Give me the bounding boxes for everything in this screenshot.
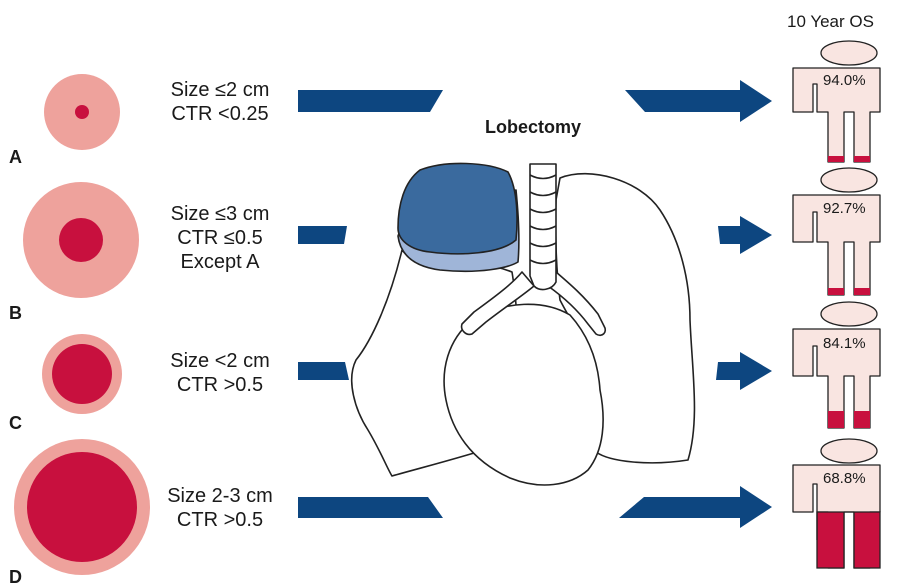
figure-b xyxy=(793,168,880,295)
criteria-b-except: Except A xyxy=(150,250,290,274)
criteria-c-ctr: CTR >0.5 xyxy=(150,373,290,397)
arrow-right-c xyxy=(716,352,772,390)
survival-b: 92.7% xyxy=(823,200,866,217)
group-letter-b: B xyxy=(9,303,22,324)
resected-lobe-top xyxy=(398,163,517,253)
arrow-left-d xyxy=(298,497,443,518)
resected-lobe xyxy=(398,163,519,271)
criteria-a: Size ≤2 cm CTR <0.25 xyxy=(150,78,290,126)
nodule-c xyxy=(42,334,122,414)
criteria-d: Size 2-3 cm CTR >0.5 xyxy=(150,484,290,532)
procedure-title: Lobectomy xyxy=(485,117,581,138)
survival-c: 84.1% xyxy=(823,335,866,352)
trachea xyxy=(530,164,556,289)
criteria-c-size: Size <2 cm xyxy=(150,349,290,373)
survival-a: 94.0% xyxy=(823,72,866,89)
arrow-left-c xyxy=(298,362,349,380)
figure-a xyxy=(793,41,880,162)
arrow-left-a xyxy=(298,90,443,112)
figure-c xyxy=(793,302,880,428)
criteria-a-size: Size ≤2 cm xyxy=(150,78,290,102)
criteria-c: Size <2 cm CTR >0.5 xyxy=(150,349,290,397)
os-header: 10 Year OS xyxy=(787,12,874,32)
nodule-b xyxy=(23,182,139,298)
nodule-d xyxy=(14,439,150,575)
group-letter-a: A xyxy=(9,147,22,168)
arrow-left-b xyxy=(298,226,347,244)
criteria-b-ctr: CTR ≤0.5 xyxy=(150,226,290,250)
criteria-a-ctr: CTR <0.25 xyxy=(150,102,290,126)
group-letter-d: D xyxy=(9,567,22,588)
nodule-a xyxy=(44,74,120,150)
criteria-b: Size ≤3 cm CTR ≤0.5 Except A xyxy=(150,202,290,274)
group-letter-c: C xyxy=(9,413,22,434)
arrow-right-b xyxy=(718,216,772,254)
survival-d: 68.8% xyxy=(823,470,866,487)
arrow-right-d xyxy=(619,486,772,528)
criteria-d-ctr: CTR >0.5 xyxy=(150,508,290,532)
figure-d xyxy=(793,439,880,568)
criteria-b-size: Size ≤3 cm xyxy=(150,202,290,226)
arrow-right-a xyxy=(625,80,772,122)
criteria-d-size: Size 2-3 cm xyxy=(150,484,290,508)
